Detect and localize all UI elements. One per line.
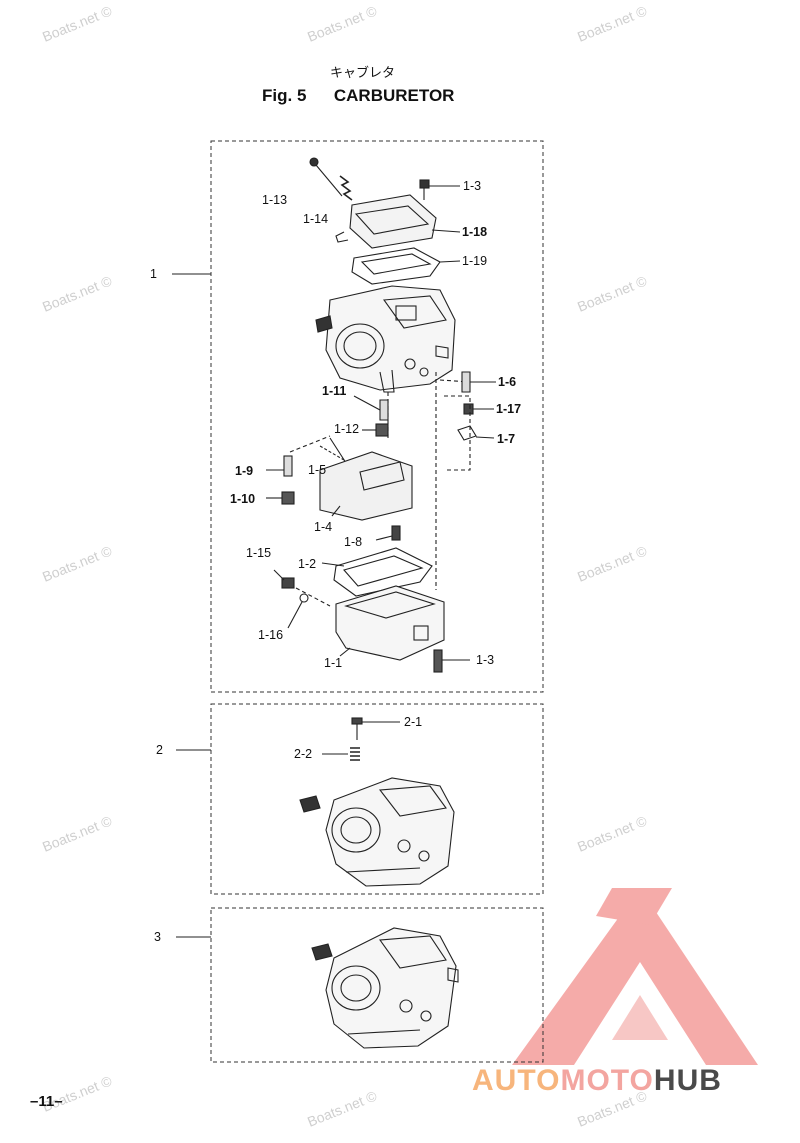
callout-1-7: 1-7 <box>497 432 516 446</box>
callout-1-3-bottom: 1-3 <box>476 653 495 667</box>
figure-title: Fig. 5 CARBURETOR <box>262 86 454 106</box>
figure-number: Fig. 5 <box>262 86 307 105</box>
group-2-box <box>210 703 544 895</box>
callout-1-4: 1-4 <box>314 520 333 534</box>
callout-1-8: 1-8 <box>344 535 363 549</box>
title-japanese: キャブレタ <box>330 66 396 81</box>
callout-1-16: 1-16 <box>258 628 284 642</box>
callout-2-1: 2-1 <box>404 715 423 729</box>
callout-1-6: 1-6 <box>498 375 517 389</box>
logo-wordmark: AUTOMOTOHUB <box>472 1064 722 1098</box>
callout-1-19: 1-19 <box>462 254 488 268</box>
group-label-2: 2 <box>156 743 163 757</box>
logo-part-auto: AUTO <box>472 1064 561 1097</box>
logo-triangle <box>512 888 758 1065</box>
group-label-3: 3 <box>154 930 161 944</box>
callout-1-12: 1-12 <box>334 422 360 436</box>
callout-1-14: 1-14 <box>303 212 329 226</box>
logo-part-moto: MOTO <box>560 1064 654 1097</box>
callout-1-17: 1-17 <box>496 402 522 416</box>
figure-name: CARBURETOR <box>333 86 455 105</box>
callout-1-11: 1-11 <box>322 384 347 398</box>
page-number: –11– <box>30 1093 63 1110</box>
callout-2-2: 2-2 <box>294 747 313 761</box>
callout-1-9: 1-9 <box>235 464 254 478</box>
callout-1-15: 1-15 <box>246 546 272 560</box>
callout-1-10: 1-10 <box>230 492 256 506</box>
callout-1-1: 1-1 <box>324 656 343 670</box>
callout-1-18: 1-18 <box>462 225 488 239</box>
callout-1-2: 1-2 <box>298 557 317 571</box>
callout-1-13: 1-13 <box>262 193 288 207</box>
logo-part-hub: HUB <box>653 1064 722 1097</box>
group-3-box <box>210 907 544 1063</box>
callout-1-3-top: 1-3 <box>463 179 482 193</box>
group-label-1: 1 <box>150 267 157 281</box>
callout-1-5: 1-5 <box>308 463 327 477</box>
